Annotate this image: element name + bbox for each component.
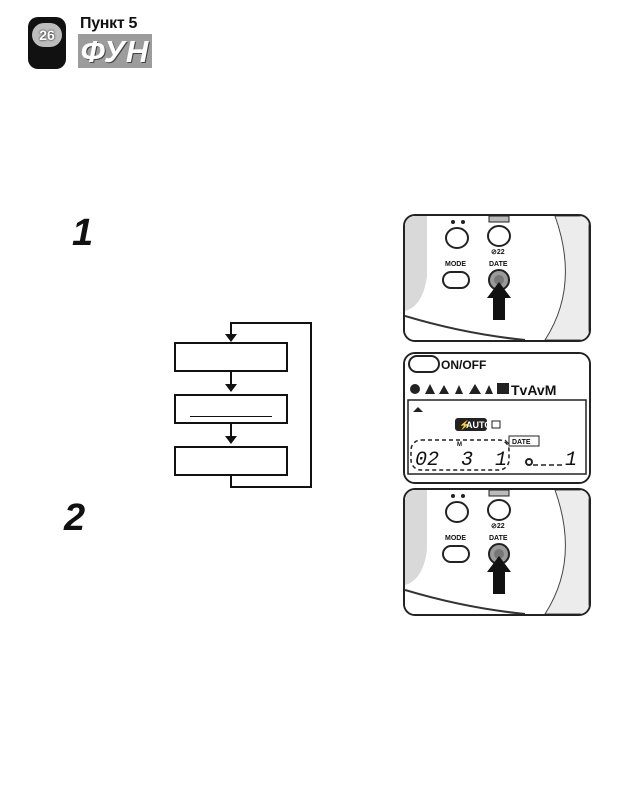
lcd-display-photo: ON/OFF TvAvM ⚡ AUTO DATE 02 M 3 1 1 bbox=[403, 352, 591, 484]
loop-bottom-line bbox=[230, 486, 312, 488]
flow-connector bbox=[230, 368, 232, 386]
loop-entry-line bbox=[230, 322, 232, 338]
portrait-icon bbox=[410, 384, 420, 394]
landscape-icon bbox=[439, 385, 449, 394]
night-portrait-icon bbox=[497, 383, 509, 394]
page-number: 26 bbox=[32, 23, 62, 47]
loop-right-line bbox=[310, 322, 312, 488]
sports-icon bbox=[469, 384, 481, 394]
flow-box-3 bbox=[174, 446, 288, 476]
date-month: 3 bbox=[461, 449, 473, 472]
self-timer-button bbox=[487, 225, 511, 247]
date-label: DATE bbox=[489, 535, 508, 542]
step-number-1: 1 bbox=[72, 212, 94, 254]
shutter-button bbox=[445, 227, 469, 249]
arrow-down-icon bbox=[225, 436, 237, 444]
flow-box-1 bbox=[174, 342, 288, 372]
flash-auto-badge bbox=[455, 418, 487, 431]
arrow-down-icon bbox=[225, 334, 237, 342]
drive-mode-icon bbox=[491, 420, 501, 429]
press-arrow-icon bbox=[487, 556, 511, 594]
mode-button bbox=[442, 271, 470, 289]
mode-button bbox=[442, 545, 470, 563]
mode-label: MODE bbox=[445, 261, 466, 268]
loop-exit-line bbox=[230, 464, 232, 488]
flow-connector bbox=[230, 420, 232, 438]
night-icon bbox=[485, 385, 493, 394]
press-arrow-icon bbox=[487, 282, 511, 320]
step-number-2: 2 bbox=[64, 497, 86, 539]
date-day: 1 bbox=[495, 449, 507, 472]
camera-top-photo-2: ⊘22 MODE DATE bbox=[403, 488, 591, 616]
power-button bbox=[408, 355, 440, 373]
flow-box-underline bbox=[190, 416, 272, 417]
arrow-down-icon bbox=[225, 384, 237, 392]
person-icon bbox=[425, 384, 435, 394]
loop-top-line bbox=[230, 322, 312, 324]
frame-counter-icon bbox=[525, 458, 533, 466]
svg-text:⊘22: ⊘22 bbox=[491, 249, 505, 256]
frame-count: 1 bbox=[565, 449, 577, 472]
section-title: ФУН bbox=[78, 34, 152, 69]
date-year: 02 bbox=[415, 449, 439, 472]
section-label: Пункт 5 bbox=[80, 15, 138, 32]
camera-top-photo-1: ⊘22 MODE DATE bbox=[403, 214, 591, 342]
mode-pointer-icon bbox=[413, 407, 423, 412]
power-label: ON/OFF bbox=[441, 358, 486, 372]
flash-auto-label: AUTO bbox=[466, 420, 491, 430]
flow-diagram bbox=[150, 316, 320, 496]
mode-label: MODE bbox=[445, 535, 466, 542]
date-month-marker: M bbox=[457, 442, 462, 448]
svg-text:⚡: ⚡ bbox=[459, 419, 470, 431]
exposure-modes: TvAvM bbox=[511, 382, 556, 398]
flow-box-2 bbox=[174, 394, 288, 424]
macro-icon bbox=[455, 385, 463, 394]
svg-text:⊘22: ⊘22 bbox=[491, 523, 505, 530]
date-tag: DATE bbox=[512, 439, 531, 446]
date-label: DATE bbox=[489, 261, 508, 268]
date-highlight bbox=[410, 439, 510, 471]
